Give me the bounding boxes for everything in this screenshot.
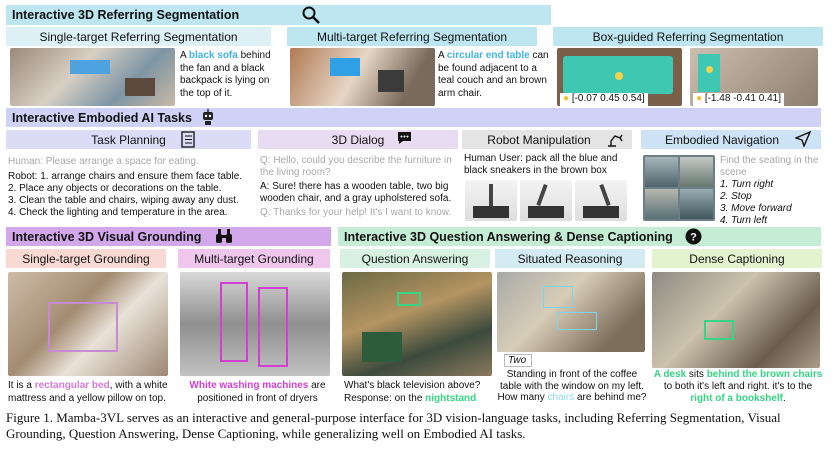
robot-manipulation-instruction: Human User: pack all the blue and black … bbox=[464, 153, 618, 176]
multi-referring-scene-image bbox=[290, 48, 435, 106]
single-referring-description: A black sofa behind the fan and a black … bbox=[180, 50, 271, 99]
figure-caption: Figure 1. Mamba-3VL serves as an interac… bbox=[6, 410, 781, 441]
dense-captioning-header: Dense Captioning bbox=[652, 249, 822, 268]
dense-captioning-description: A desk sits behind the brown chairs to b… bbox=[653, 369, 823, 404]
situated-reasoning-description: Standing in front of the coffee table wi… bbox=[497, 369, 647, 403]
box-referring-header: Box-guided Referring Segmentation bbox=[553, 27, 823, 46]
embodied-section-band: Interactive Embodied AI Tasks bbox=[6, 108, 821, 127]
robot-arm-image-2 bbox=[520, 180, 572, 221]
task-planning-robot-2: 2. Place any objects or decorations on t… bbox=[8, 183, 222, 194]
dialog-title: 3D Dialog bbox=[331, 132, 385, 147]
navigation-scene-image bbox=[643, 155, 715, 221]
multi-grounding-description: White washing machines are positioned in… bbox=[189, 380, 326, 404]
search-icon bbox=[300, 5, 322, 25]
grounding-section-title: Interactive 3D Visual Grounding bbox=[12, 229, 202, 244]
multi-grounding-target: White washing machines bbox=[189, 380, 309, 391]
robot-arm-image-3 bbox=[575, 180, 627, 221]
binoculars-icon bbox=[214, 228, 234, 246]
question-answering-scene-image bbox=[342, 272, 492, 376]
multi-referring-description: A circular end table can be found adjace… bbox=[438, 50, 549, 99]
embodied-section-title: Interactive Embodied AI Tasks bbox=[12, 110, 192, 125]
question-answering-response: Response: on the nightstand bbox=[344, 393, 477, 404]
task-planning-human: Human: Please arrange a space for eating… bbox=[8, 156, 199, 167]
navigation-prompt: Find the seating in the scene bbox=[720, 155, 819, 178]
referring-section-title: Interactive 3D Referring Segmentation bbox=[12, 8, 240, 22]
situated-reasoning-title: Situated Reasoning bbox=[517, 251, 623, 266]
task-planning-robot-1: Robot: 1. arrange chairs and ensure them… bbox=[8, 171, 243, 182]
dialog-answer-1: A: Sure! there has a wooden table, two b… bbox=[260, 181, 452, 204]
question-answering-question: What's black television above? bbox=[344, 380, 481, 391]
robot-manipulation-title: Robot Manipulation bbox=[487, 132, 591, 147]
box-referring-image-2 bbox=[690, 48, 818, 106]
single-referring-scene-image bbox=[10, 48, 175, 106]
navigation-step-1: 1. Turn right bbox=[720, 179, 774, 190]
multi-referring-target: circular end table bbox=[446, 50, 530, 61]
single-grounding-header: Single-target Grounding bbox=[6, 249, 166, 268]
task-planning-robot-4: 4. Check the lighting and temperature in… bbox=[8, 207, 228, 218]
grounding-section-band: Interactive 3D Visual Grounding bbox=[6, 227, 331, 246]
multi-grounding-title: Multi-target Grounding bbox=[194, 251, 314, 266]
robot-arm-image-1 bbox=[465, 180, 517, 221]
multi-referring-title: Multi-target Referring Segmentation bbox=[316, 29, 508, 44]
robot-manipulation-header: Robot Manipulation bbox=[462, 130, 632, 149]
chat-bubble-icon bbox=[396, 131, 412, 147]
multi-grounding-header: Multi-target Grounding bbox=[178, 249, 330, 268]
svg-text:?: ? bbox=[690, 232, 697, 244]
task-planning-robot-3: 3. Clean the table and chairs, wiping aw… bbox=[8, 195, 239, 206]
navigation-step-2: 2. Stop bbox=[720, 191, 752, 202]
task-planning-title: Task Planning bbox=[91, 132, 166, 147]
single-referring-title: Single-target Referring Segmentation bbox=[39, 29, 238, 44]
question-answering-header: Question Answering bbox=[340, 249, 490, 268]
navigation-step-4: 4. Turn left bbox=[720, 215, 768, 226]
single-grounding-title: Single-target Grounding bbox=[22, 251, 150, 266]
box-coord-2: ● [-1.48 -0.41 0.41] bbox=[693, 93, 784, 106]
dense-captioning-scene-image bbox=[652, 272, 820, 368]
situated-answer-badge: Two bbox=[504, 354, 532, 367]
navigation-title: Embodied Navigation bbox=[664, 132, 780, 147]
box-coord-1: ● [-0.07 0.45 0.54] bbox=[560, 93, 648, 106]
question-answering-title: Question Answering bbox=[361, 251, 469, 266]
box-referring-title: Box-guided Referring Segmentation bbox=[592, 29, 784, 44]
dialog-question-2: Q: Thanks for your help! It's I want to … bbox=[260, 207, 452, 218]
dialog-question-1: Q: Hello, could you describe the furnitu… bbox=[260, 155, 452, 178]
qa-section-band: Interactive 3D Question Answering & Dens… bbox=[338, 227, 821, 246]
single-grounding-description: It is a rectangular bed, with a white ma… bbox=[8, 380, 168, 404]
situated-reasoning-header: Situated Reasoning bbox=[495, 249, 645, 268]
single-referring-target: black sofa bbox=[188, 50, 238, 61]
situated-reasoning-target: chairs bbox=[547, 392, 575, 403]
single-grounding-target: rectangular bed bbox=[34, 380, 110, 391]
single-referring-header: Single-target Referring Segmentation bbox=[6, 27, 271, 46]
dense-captioning-title: Dense Captioning bbox=[689, 251, 785, 266]
navigation-header: Embodied Navigation bbox=[641, 130, 821, 149]
multi-grounding-scene-image bbox=[180, 272, 330, 376]
navigation-arrow-icon bbox=[794, 130, 812, 148]
situated-reasoning-scene-image bbox=[497, 272, 645, 352]
navigation-step-3: 3. Move forward bbox=[720, 203, 792, 214]
dialog-header: 3D Dialog bbox=[258, 130, 458, 149]
multi-referring-header: Multi-target Referring Segmentation bbox=[287, 27, 537, 46]
question-answering-answer: nightstand bbox=[425, 393, 477, 404]
robot-arm-icon bbox=[605, 130, 625, 149]
referring-section-band: Interactive 3D Referring Segmentation bbox=[6, 5, 551, 25]
question-mark-icon: ? bbox=[684, 228, 702, 246]
task-planning-header: Task Planning bbox=[6, 130, 251, 149]
checklist-icon bbox=[180, 131, 196, 149]
single-grounding-scene-image bbox=[8, 272, 168, 376]
robot-icon bbox=[198, 108, 218, 127]
qa-section-title: Interactive 3D Question Answering & Dens… bbox=[344, 229, 673, 244]
